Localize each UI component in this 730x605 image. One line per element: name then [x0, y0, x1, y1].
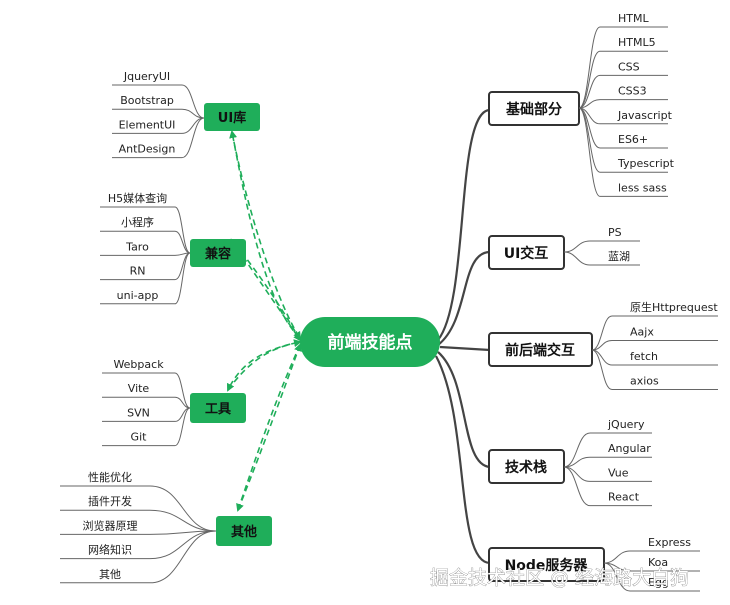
- leaf-item-other[interactable]: 网络知识: [88, 543, 132, 557]
- leaf-item-basics[interactable]: ES6+: [618, 133, 648, 146]
- branch-other-label: 其他: [231, 524, 257, 540]
- branch-fe-be[interactable]: 前后端交互: [488, 332, 593, 367]
- leaf-connector-stack: [563, 466, 591, 482]
- leaf-item-basics[interactable]: Javascript: [617, 109, 673, 122]
- leaf-connector-ui: [563, 251, 591, 266]
- leaf-connector-other: [149, 530, 217, 584]
- branch-ui-interaction-label: UI交互: [504, 245, 549, 262]
- branch-compat[interactable]: 兼容: [190, 239, 246, 267]
- leaf-item-other[interactable]: 浏览器原理: [83, 518, 138, 532]
- center-label: 前端技能点: [328, 332, 413, 353]
- leaf-item-basics[interactable]: HTML: [618, 12, 649, 25]
- leaf-item-uilib[interactable]: Bootstrap: [120, 94, 174, 107]
- leaf-connector-tools: [174, 396, 191, 409]
- branch-basics[interactable]: 基础部分: [488, 91, 580, 126]
- leaf-item-node[interactable]: Koa: [648, 556, 668, 569]
- branch-tools[interactable]: 工具: [190, 393, 246, 423]
- leaf-connector-other: [149, 509, 217, 532]
- leaf-connector-basics: [578, 99, 601, 109]
- leaf-item-compat[interactable]: RN: [130, 265, 146, 278]
- leaf-item-other[interactable]: 其他: [99, 568, 121, 581]
- leaf-connector-uilib: [181, 117, 205, 159]
- leaf-item-node[interactable]: Express: [648, 536, 691, 549]
- leaf-item-other[interactable]: 性能优化: [88, 470, 132, 484]
- leaf-connector-compat: [174, 252, 191, 305]
- left-connectors: [226, 130, 302, 512]
- leaf-item-other[interactable]: 插件开发: [88, 494, 132, 508]
- watermark-text: 掘金技术社区 @ 经海路大白狗: [430, 567, 689, 589]
- leaf-connector-fe-be: [591, 349, 613, 366]
- leaf-item-ui[interactable]: 蓝湖: [608, 250, 630, 263]
- branch-tools-label: 工具: [205, 402, 231, 417]
- leaf-item-fe-be[interactable]: 原生Httprequest: [630, 300, 718, 314]
- leaf-item-stack[interactable]: Angular: [608, 442, 651, 455]
- leaf-connector-compat: [174, 230, 191, 254]
- leaf-item-compat[interactable]: Taro: [125, 240, 149, 253]
- leaf-connector-stack: [563, 456, 591, 468]
- leaf-connector-stack: [563, 432, 591, 468]
- leaf-connector-compat: [174, 206, 191, 254]
- leaf-item-basics[interactable]: Typescript: [617, 157, 675, 170]
- branch-ui-interaction[interactable]: UI交互: [488, 235, 565, 270]
- branch-ui-library[interactable]: UI库: [204, 103, 260, 131]
- leaf-connector-basics: [578, 107, 601, 173]
- leaf-item-fe-be[interactable]: axios: [630, 375, 659, 388]
- leaf-connector-basics: [578, 107, 601, 197]
- leaf-item-tools[interactable]: Vite: [128, 382, 150, 395]
- leaf-connector-tools: [174, 372, 191, 409]
- leaf-item-uilib[interactable]: JqueryUI: [123, 70, 170, 83]
- leaf-connector-node: [603, 550, 631, 564]
- center-node[interactable]: 前端技能点: [300, 317, 440, 367]
- branch-other[interactable]: 其他: [216, 516, 272, 546]
- leaf-connector-basics: [578, 74, 601, 109]
- leaf-connector-other: [149, 530, 217, 560]
- leaf-connector-uilib: [181, 108, 205, 119]
- leaf-item-fe-be[interactable]: Aajx: [630, 326, 654, 339]
- leaf-connector-stack: [563, 466, 591, 507]
- leaf-connector-other: [149, 530, 217, 535]
- leaf-item-ui[interactable]: PS: [608, 226, 622, 239]
- branch-ui-library-label: UI库: [218, 110, 246, 126]
- leaf-connector-other: [149, 485, 217, 532]
- leaf-item-uilib[interactable]: ElementUI: [119, 118, 176, 131]
- leaf-connector-fe-be: [591, 340, 613, 351]
- leaf-item-fe-be[interactable]: fetch: [630, 350, 658, 363]
- branch-tech-stack[interactable]: 技术栈: [488, 449, 565, 484]
- branch-node[interactable]: Node服务器: [488, 547, 605, 582]
- leaf-item-basics[interactable]: less sass: [618, 181, 667, 194]
- branch-fe-be-label: 前后端交互: [505, 342, 575, 359]
- leaf-connector-uilib: [181, 117, 205, 134]
- leaf-item-basics[interactable]: HTML5: [618, 36, 656, 49]
- branch-tech-stack-label: 技术栈: [505, 459, 547, 476]
- leaf-item-stack[interactable]: jQuery: [607, 418, 645, 431]
- branch-node-label: Node服务器: [505, 557, 589, 574]
- branch-compat-label: 兼容: [205, 246, 231, 262]
- leaf-item-tools[interactable]: Webpack: [113, 358, 164, 371]
- leaf-connector-fe-be: [591, 349, 613, 390]
- leaf-connector-uilib: [181, 84, 205, 119]
- leaf-item-basics[interactable]: CSS: [618, 60, 640, 73]
- leaf-connector-basics: [578, 26, 601, 109]
- leaf-connector-fe-be: [591, 315, 613, 351]
- leaf-connector-node: [603, 562, 631, 592]
- leaf-item-basics[interactable]: CSS3: [618, 85, 647, 98]
- right-connectors: [435, 108, 491, 565]
- leaf-item-compat[interactable]: uni-app: [117, 289, 159, 302]
- leaf-item-compat[interactable]: H5媒体查询: [108, 191, 167, 205]
- leaf-item-tools[interactable]: SVN: [127, 406, 150, 419]
- leaf-connector-basics: [578, 50, 601, 109]
- leaf-item-tools[interactable]: Git: [131, 431, 148, 444]
- leaf-item-node[interactable]: Egg: [648, 576, 669, 589]
- branch-basics-label: 基础部分: [506, 101, 562, 118]
- leaf-item-compat[interactable]: 小程序: [121, 215, 154, 229]
- leaf-connector-ui: [563, 240, 591, 253]
- leaf-connector-tools: [174, 407, 191, 447]
- leaf-item-stack[interactable]: React: [608, 491, 640, 504]
- leaf-item-uilib[interactable]: AntDesign: [119, 143, 176, 156]
- leaf-item-stack[interactable]: Vue: [608, 466, 629, 479]
